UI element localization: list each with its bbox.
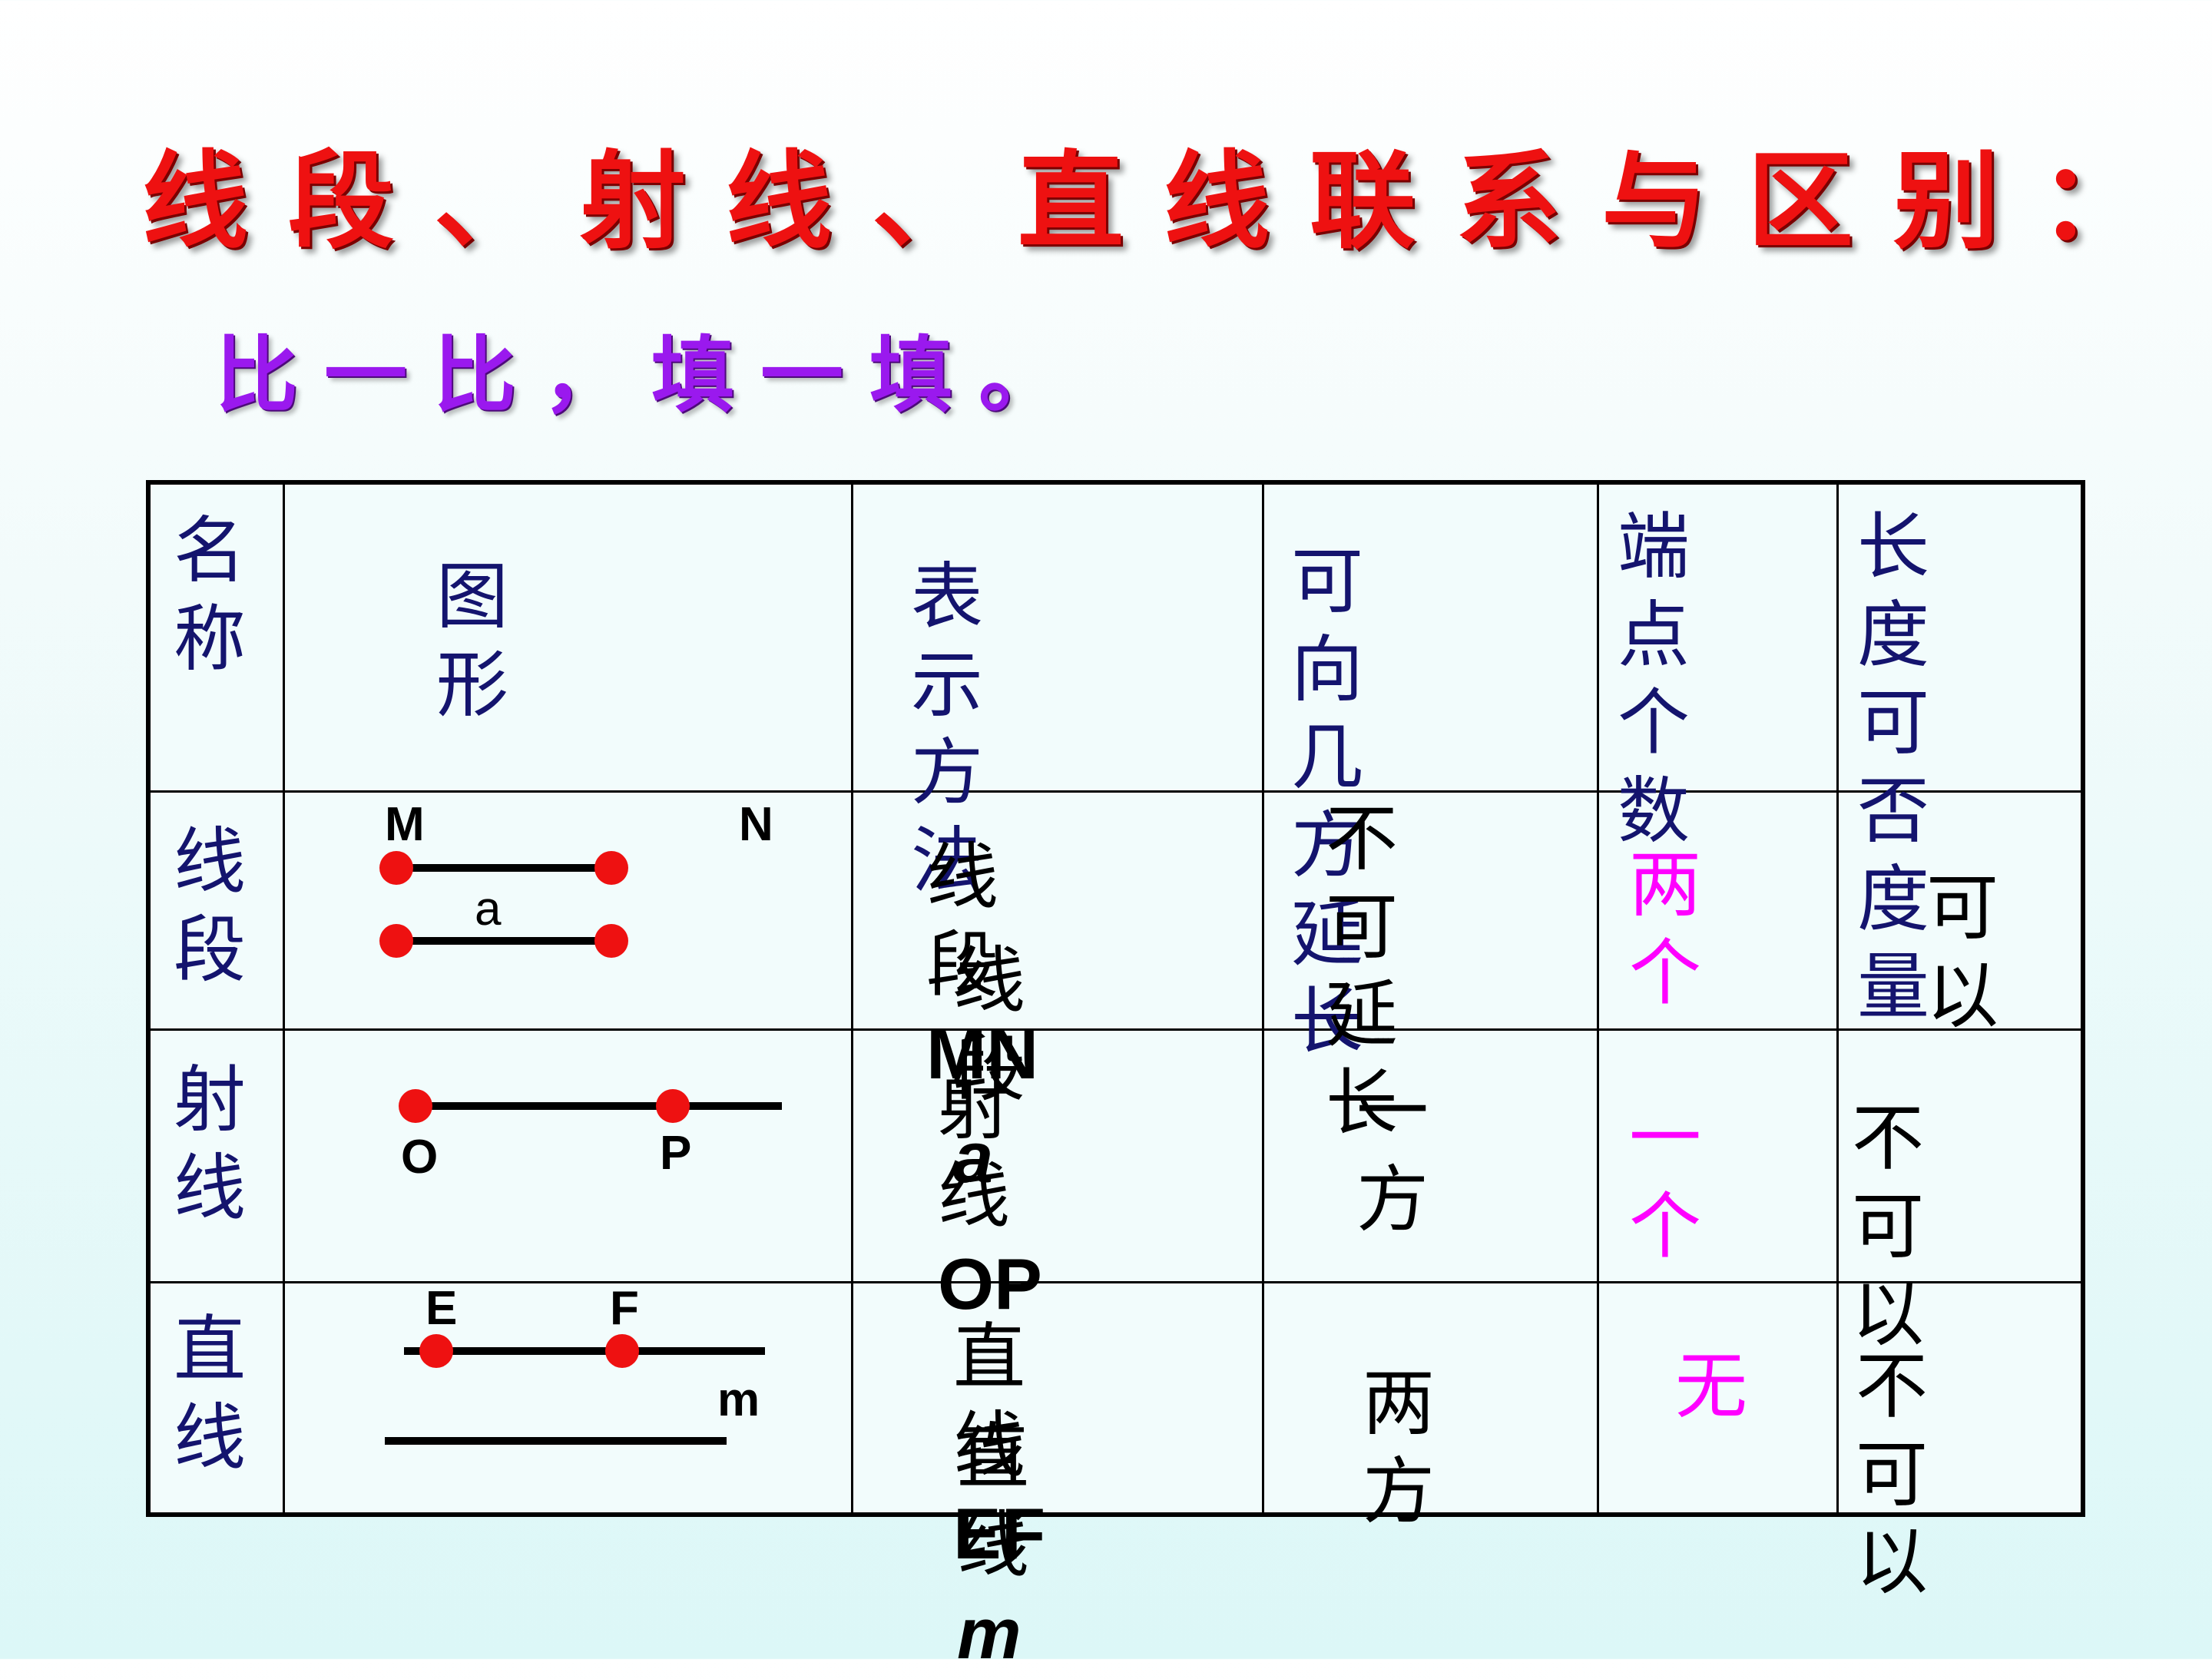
label-F: F [610,1282,639,1335]
row-name-line: 直 线 [174,1308,247,1480]
comparison-table: 名 称 图 形 表示方法 可向几 方延长 端点 个数 长度 可否 度量 线 段 … [146,480,2085,1674]
segment-a-end-point [594,924,628,958]
label-P: P [660,1127,691,1180]
notation-line-EF: 直线EF [953,1314,1045,1579]
measurable-segment: 可以 [1926,866,1999,1038]
header-notation: 表示方法 [911,555,984,904]
column-divider [1262,485,1264,1512]
column-divider [283,485,285,1512]
label-M: M [385,798,425,851]
notation-line-m: 直线 m [957,1414,1029,1679]
endpoints-segment: 两个 [1629,843,1702,1015]
notation-text: 射线 [938,1066,1011,1238]
label-a: a [475,883,502,936]
header-extend-directions: 可向几 方延长 [1291,540,1364,1065]
notation-segment-MN: 线段MN [926,834,1038,1099]
measurable-ray: 不可以 [1852,1097,1925,1357]
column-divider [851,485,853,1512]
endpoints-ray: 一个 [1629,1097,1702,1269]
notation-symbol: EF [953,1493,1046,1575]
point-N [594,851,628,885]
header-figure: 图 形 [436,555,654,727]
notation-text: 线段 [926,836,999,1008]
label-N: N [739,798,773,851]
point-E [419,1334,453,1368]
label-E: E [426,1282,457,1335]
notation-text: 直线 [957,1416,1030,1588]
column-divider [1597,485,1599,1512]
segment-a-start-point [379,924,413,958]
notation-symbol: MN [926,1013,1039,1094]
extend-ray: 一方 [1356,1070,1429,1242]
notation-symbol: a [953,1117,994,1198]
slide-title: 线段、射线、直线联系与区别： [142,140,2186,263]
point-P [656,1089,690,1123]
row-divider [151,1028,2081,1031]
row-name-ray: 射 线 [174,1058,247,1230]
header-length-measurable: 长度 可否 度量 [1857,505,1930,1030]
point-O [399,1089,432,1123]
column-divider [1836,485,1839,1512]
notation-symbol: OP [938,1244,1042,1325]
measurable-line: 不可以 [1856,1345,1929,1605]
extend-segment: 不可延 长 [1326,797,1399,1146]
row-divider [151,1281,2081,1283]
endpoints-line: 无 [1675,1345,1748,1429]
header-endpoint-count: 端点 个数 [1618,505,1690,854]
line-figure: E F m [385,1282,765,1445]
ray-figure: O P [399,1089,782,1184]
notation-text: 直线 [953,1316,1026,1488]
notation-segment-a: 线段 a [953,938,1025,1203]
label-O: O [401,1131,438,1184]
label-m: m [717,1373,760,1426]
header-name: 名 称 [174,509,247,681]
point-M [379,851,413,885]
extend-line: 两方 [1363,1362,1435,1534]
slide-subtitle: 比一比，填一填。 [215,328,1088,424]
row-name-segment: 线 段 [174,820,247,992]
notation-text: 线段 [953,939,1026,1111]
point-F [605,1334,639,1368]
notation-ray-OP: 射线OP [938,1065,1042,1330]
notation-symbol: m [957,1593,1022,1674]
row-divider [151,790,2081,793]
segment-figure: M N a [379,798,773,958]
